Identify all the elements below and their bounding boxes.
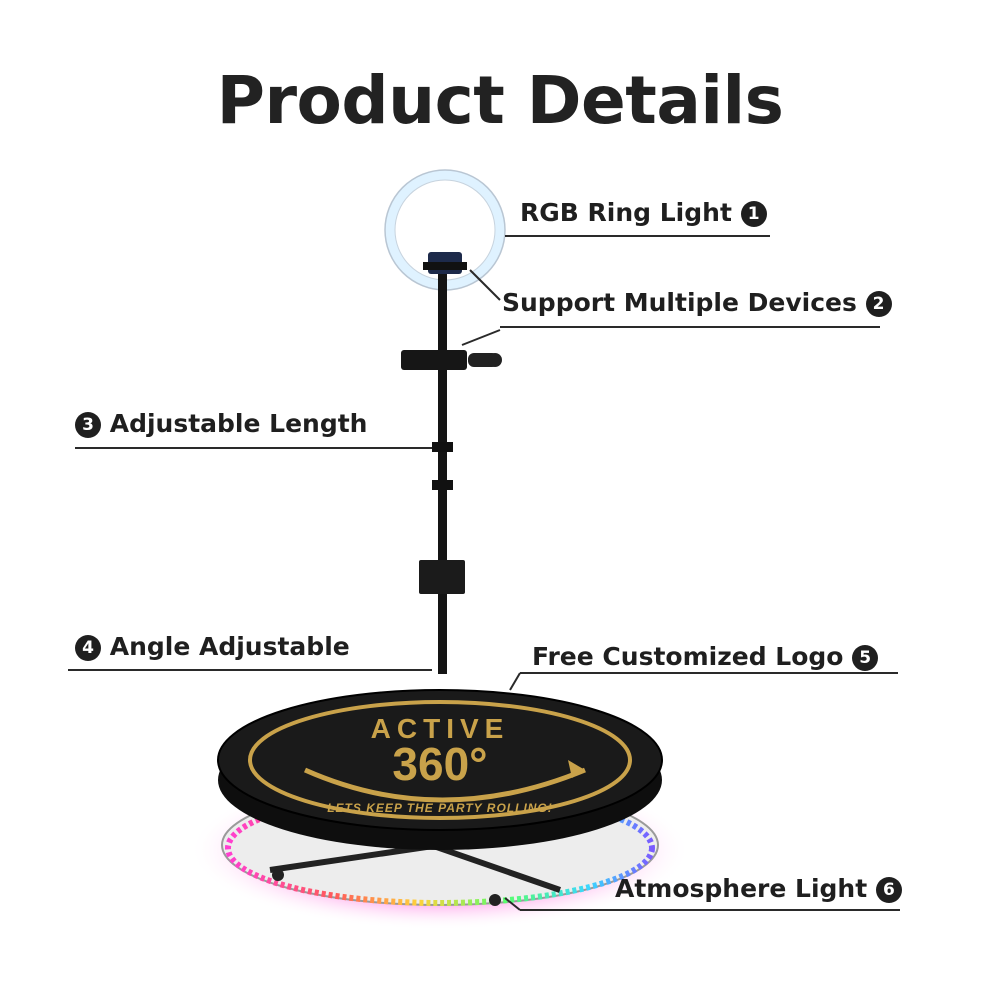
feature-label: Angle Adjustable [109,632,350,661]
feature-label: Atmosphere Light [615,874,868,903]
logo-brand: ACTIVE [371,713,510,744]
platform [217,689,663,831]
logo-tagline: LETS KEEP THE PARTY ROLLING! [327,801,553,815]
number-badge: 2 [865,291,892,317]
feature-label: Adjustable Length [109,409,368,438]
atmosphere-led-strip [225,790,655,906]
feature-angle-adjustable: 4 Angle Adjustable [75,632,350,662]
feature-label: RGB Ring Light [520,198,732,227]
feature-customized-logo: Free Customized Logo 5 [532,642,879,672]
feature-ring-light: RGB Ring Light 1 [520,198,767,228]
device-clamp [401,350,467,370]
logo-number: 360° [392,738,487,790]
logo-ring [248,700,632,820]
number-badge: 1 [740,201,767,227]
feature-label: Support Multiple Devices [502,288,857,317]
feature-adjustable-length: 3 Adjustable Length [75,409,367,439]
number-badge: 4 [75,635,101,661]
number-badge: 5 [852,645,879,671]
pole [438,274,447,674]
control-box [419,560,465,594]
number-badge: 6 [875,877,902,903]
feature-label: Free Customized Logo [532,642,844,671]
number-badge: 3 [75,412,101,438]
feature-atmosphere-light: Atmosphere Light 6 [615,874,902,904]
feature-multiple-devices: Support Multiple Devices 2 [502,288,892,318]
page-title: Product Details [216,62,784,139]
